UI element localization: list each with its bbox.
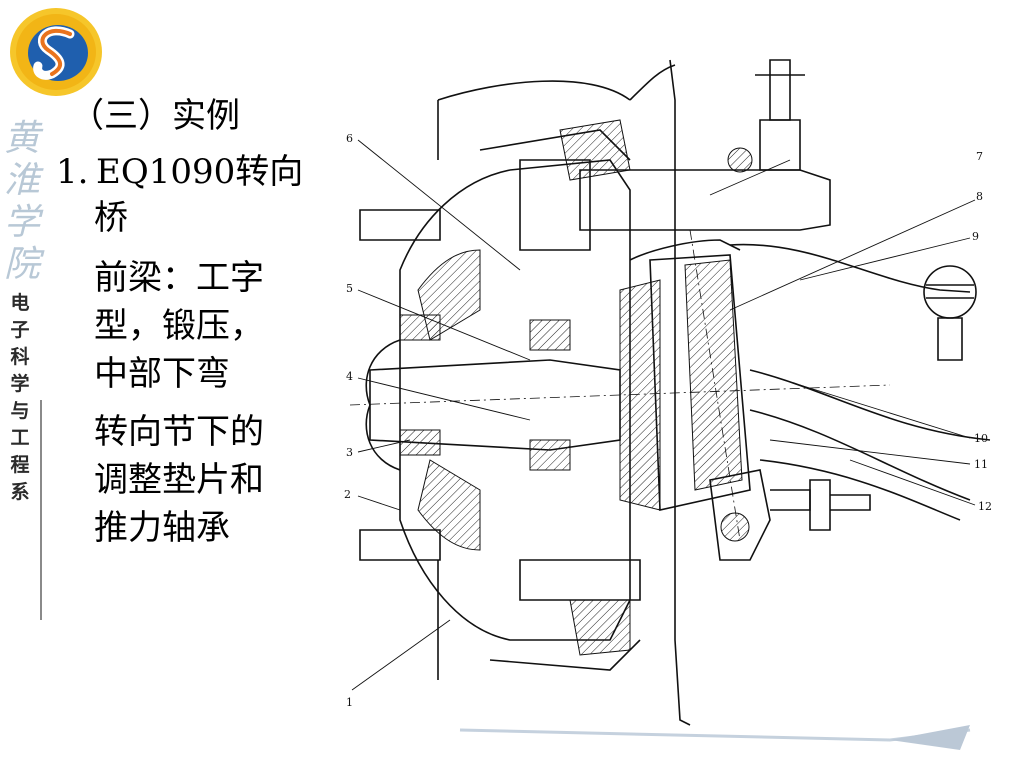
callout-6: 6	[346, 132, 353, 145]
dept-char: 学	[10, 373, 30, 395]
section-heading: （三）实例	[70, 96, 240, 136]
callout-12: 12	[978, 500, 992, 513]
callout-8: 8	[976, 190, 983, 203]
item-title-line2: 桥	[94, 198, 128, 238]
callout-4: 4	[346, 370, 353, 383]
school-char: 黄	[3, 118, 40, 159]
school-name-vertical: 黄 淮 学 院	[2, 118, 42, 286]
dept-char: 电	[10, 292, 30, 314]
logo-icon	[10, 8, 102, 96]
dept-char: 子	[10, 319, 30, 341]
paragraph-line: 中部下弯	[94, 354, 230, 394]
dept-char: 科	[10, 346, 30, 368]
callout-7: 7	[976, 150, 983, 163]
paragraph-line: 调整垫片和	[94, 460, 264, 500]
callout-11: 11	[974, 458, 988, 471]
school-char: 学	[3, 202, 40, 243]
callout-1: 1	[346, 696, 353, 709]
list-number: 1.	[56, 152, 89, 192]
diagram-leader-lines	[351, 139, 976, 691]
diagram-centerlines	[349, 229, 891, 541]
paragraph-line: 转向节下的	[94, 412, 264, 452]
paragraph-line: 前梁：工字	[94, 258, 264, 298]
callout-5: 5	[346, 282, 353, 295]
diagram-callouts: 6 7 8 9 5 4 3 2 10 11 12 1	[344, 132, 992, 709]
school-char: 淮	[3, 160, 40, 201]
callout-9: 9	[972, 230, 979, 243]
item-title-line1: EQ1090转向	[96, 152, 304, 192]
callout-10: 10	[974, 432, 988, 445]
paragraph-knuckle-shims: 转向节下的 调整垫片和 推力轴承	[94, 408, 304, 552]
school-char: 院	[3, 244, 40, 285]
diagram-outline	[359, 59, 991, 726]
callout-3: 3	[346, 446, 353, 459]
sidebar-divider	[40, 400, 42, 620]
dept-char: 与	[10, 400, 30, 422]
department-name-vertical: 电 子 科 学 与 工 程 系	[4, 290, 36, 506]
steering-axle-cross-section-diagram: 6 7 8 9 5 4 3 2 10 11 12 1	[344, 59, 992, 750]
dept-char: 工	[10, 427, 30, 449]
paragraph-line: 型，锻压，	[94, 306, 264, 346]
dept-char: 系	[10, 481, 30, 503]
list-item-title: 1.EQ1090转向	[56, 152, 303, 192]
dept-char: 程	[10, 454, 30, 476]
callout-2: 2	[344, 488, 351, 501]
diagram-hatched-sections	[399, 119, 753, 656]
paragraph-line: 推力轴承	[94, 508, 230, 548]
scan-artifact	[459, 725, 971, 750]
paragraph-front-beam: 前梁：工字 型，锻压， 中部下弯	[94, 254, 304, 398]
